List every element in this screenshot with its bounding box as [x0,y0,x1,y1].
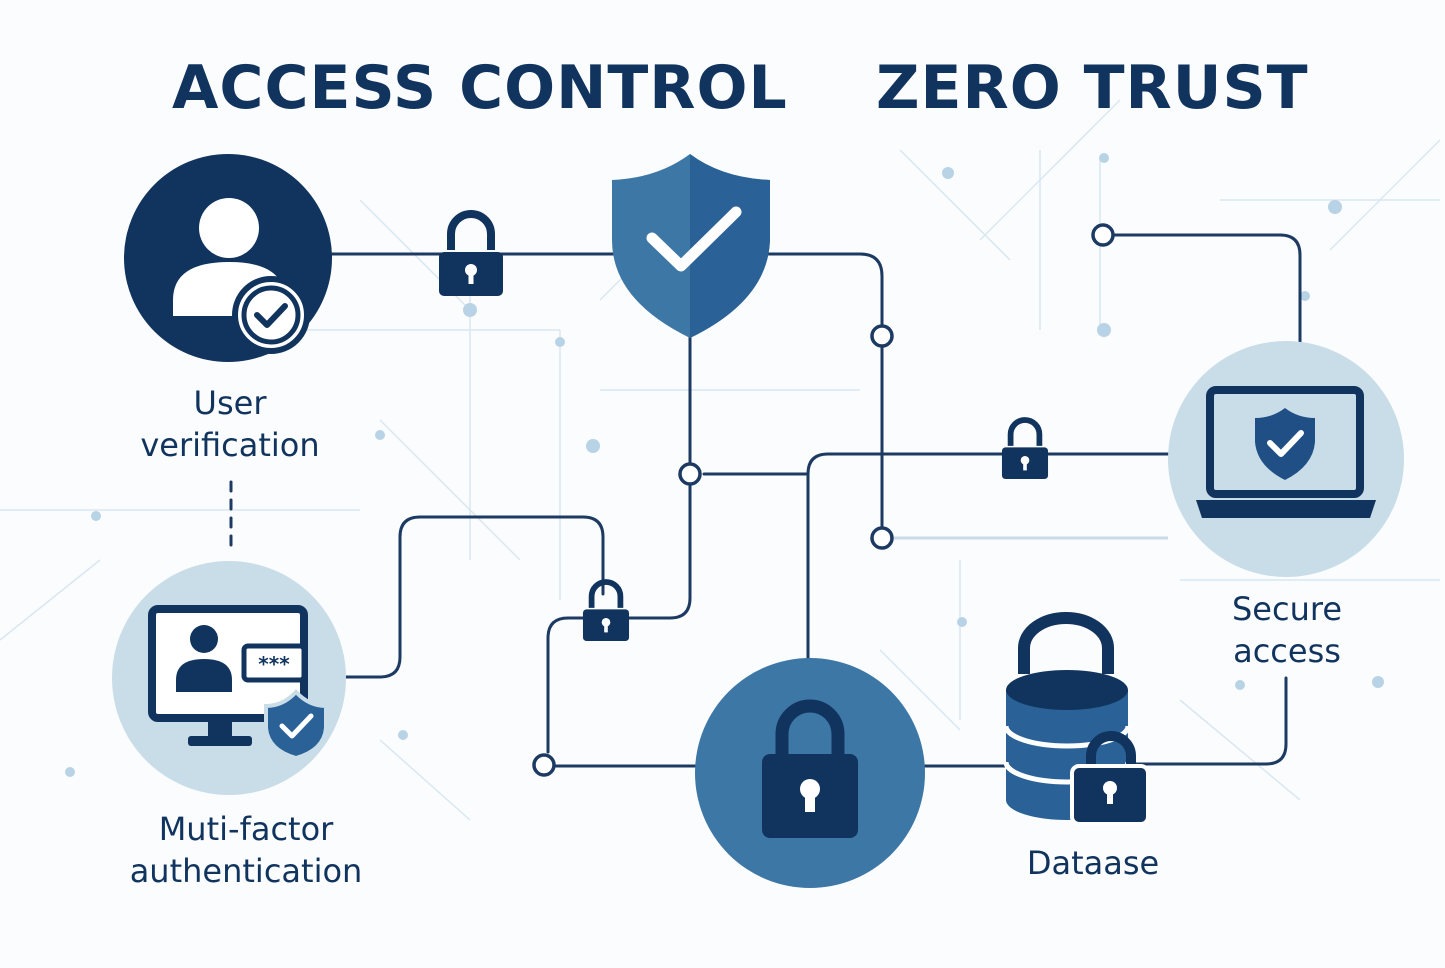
user-check-icon [173,198,310,354]
svg-text:***: *** [258,652,290,676]
database-lock-icon [1003,612,1150,826]
label-line: Muti-factor [158,810,334,848]
background-dots [65,153,1384,777]
junction-node [532,753,556,777]
small-lock-icon [582,579,630,642]
junction-node [870,526,894,550]
junction-nodes [532,223,1115,777]
label-line: authentication [129,852,363,890]
laptop-shield-icon [1196,386,1376,518]
label-line: Secure [1231,590,1342,628]
small-lock-icon [1001,417,1049,480]
user-verification-label: User verification [96,382,364,466]
connector-mfa-lock [343,515,605,679]
connector-db-secure [1134,676,1288,766]
shield-check-icon [612,154,770,338]
monitor-password-icon: *** [148,605,328,761]
title-zero-trust: ZERO TRUST [876,53,1309,123]
mfa-label: Muti-factor authentication [96,808,396,892]
label-line: access [1233,632,1341,670]
label-line: verification [140,426,320,464]
mfa-node: *** [112,561,346,795]
padlock-icon [762,699,858,838]
user-verification-node [124,154,332,362]
connector-user-shield [328,252,884,540]
connector-shield-down [546,328,692,754]
secure-access-label: Secure access [1180,588,1394,672]
junction-node [870,324,894,348]
label-line: User [193,384,267,422]
junction-node [678,462,702,486]
central-lock-node [695,658,925,888]
database-label: Dataase [1026,844,1160,882]
database-node [1003,612,1150,826]
secure-access-node [1168,341,1404,577]
small-lock-icon [439,210,503,296]
connector-top-right [1111,233,1302,350]
junction-node [1091,223,1115,247]
connector-hub-laptop [806,452,1170,664]
title-access-control: ACCESS CONTROL [172,53,788,123]
